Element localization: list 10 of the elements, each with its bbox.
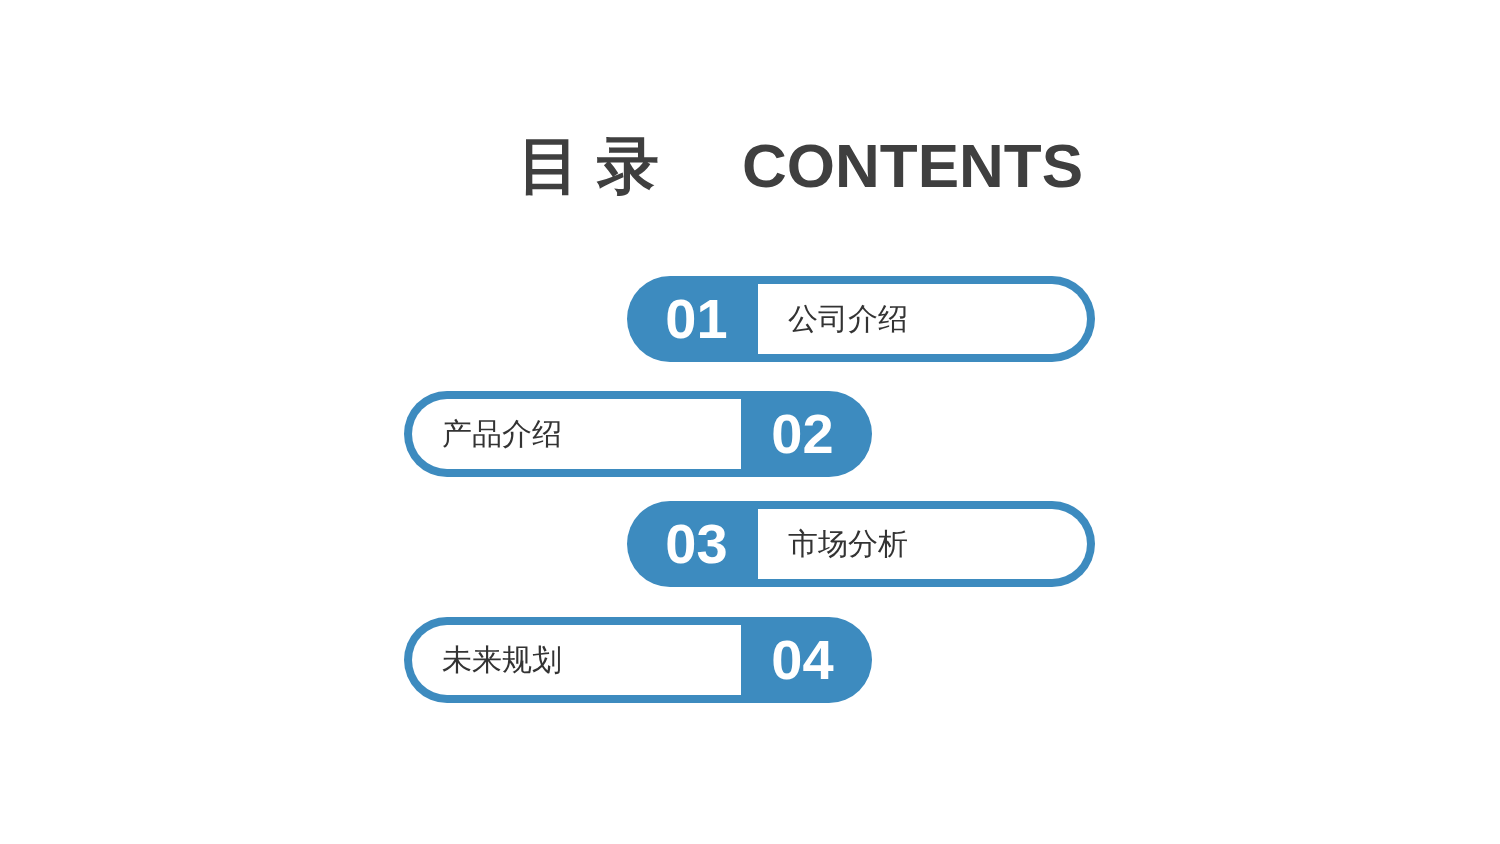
item-label: 未来规划 (442, 641, 562, 678)
item-number: 04 (770, 627, 835, 693)
item-label: 公司介绍 (788, 300, 908, 337)
item-number: 02 (770, 401, 835, 467)
subtitle: CONTENTS (742, 130, 1083, 202)
item-label: 产品介绍 (442, 415, 562, 452)
item-number: 01 (664, 286, 729, 352)
item-number: 03 (664, 511, 729, 577)
title: 目 录 (518, 130, 660, 202)
item-label: 市场分析 (788, 525, 908, 562)
